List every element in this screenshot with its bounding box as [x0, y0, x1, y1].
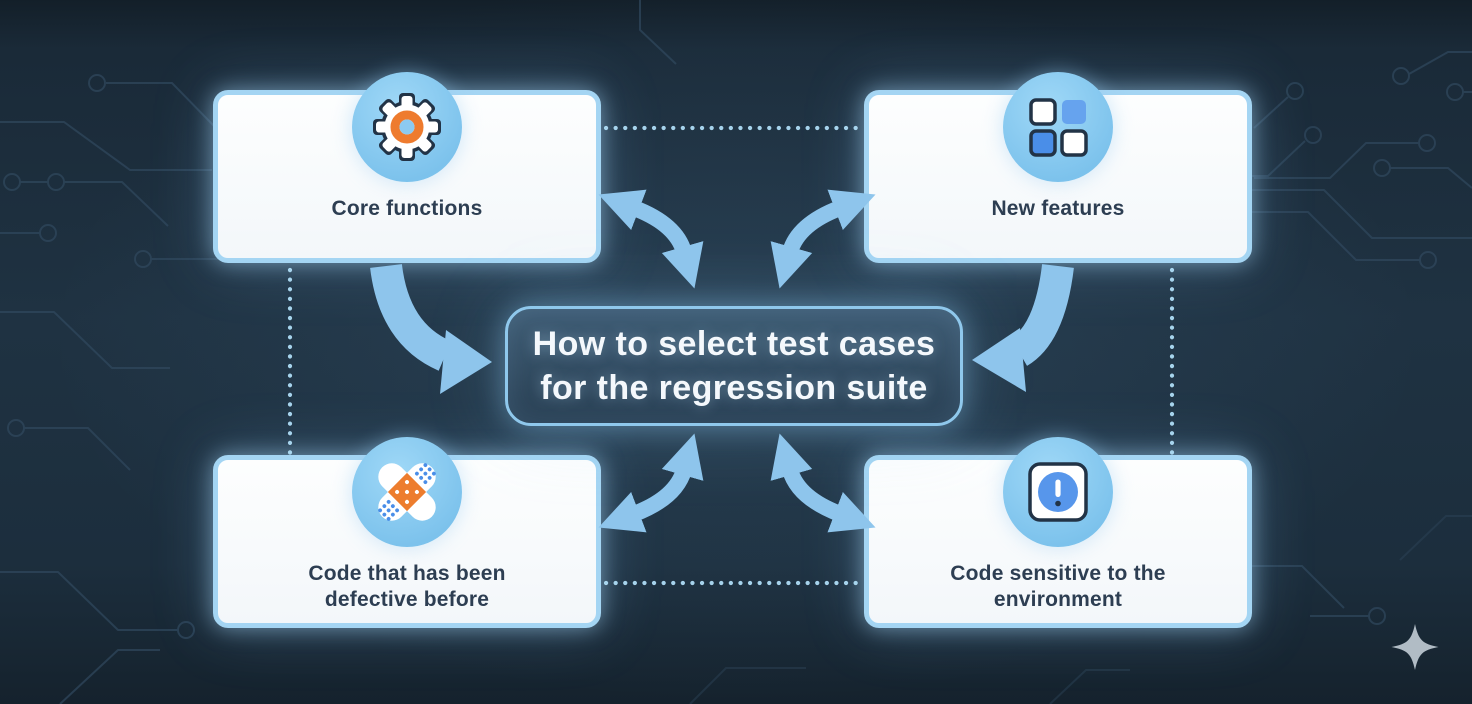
double-curved-arrows: [598, 189, 876, 533]
card-label: Code that has been defective before: [308, 562, 506, 611]
card-label: Code sensitive to the environment: [950, 562, 1166, 611]
large-curved-arrows: [370, 263, 1074, 394]
icon-badge: [1003, 72, 1113, 182]
gear-icon: [373, 93, 441, 161]
center-title-box: How to select test cases for the regress…: [505, 306, 963, 426]
alert-icon: [1028, 462, 1088, 522]
card-label: New features: [991, 197, 1125, 220]
page-title: How to select test cases for the regress…: [532, 325, 936, 407]
sparkle-icon: [1391, 624, 1439, 670]
card-environment-sensitive: Code sensitive to the environment: [864, 437, 1252, 628]
dotted-links: [287, 125, 1175, 586]
icon-badge: [1003, 437, 1113, 547]
feature-grid-icon: [1029, 98, 1088, 157]
card-core-functions: Core functions: [213, 72, 601, 263]
card-new-features: New features: [864, 72, 1252, 263]
card-label: Core functions: [331, 197, 483, 220]
card-defective-code: Code that has been defective before: [213, 437, 601, 628]
icon-badge: [352, 72, 462, 182]
bandage-icon: [378, 463, 436, 521]
icon-badge: [352, 437, 462, 547]
